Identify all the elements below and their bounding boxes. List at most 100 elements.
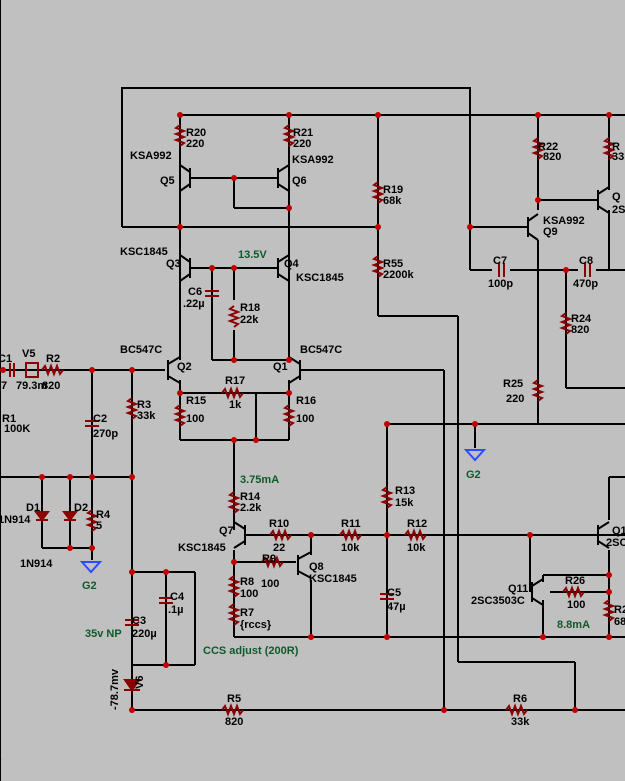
capacitor-c3 [125, 619, 139, 626]
diode-d1 [34, 511, 50, 522]
value-r4: 5 [96, 520, 102, 532]
label-r55: R55 [383, 258, 403, 270]
resistor-r25 [531, 379, 545, 402]
label-r17: R17 [225, 375, 245, 387]
label-q12: Q12 [612, 525, 625, 537]
value-r18: 22k [240, 314, 259, 326]
label-c4: C4 [170, 591, 185, 603]
value-r1: 100K [4, 423, 30, 435]
transistor-q9 [527, 213, 539, 241]
diode-d2 [62, 511, 78, 522]
label-r26: R26 [565, 575, 585, 587]
label-r16: R16 [296, 395, 316, 407]
resistor-r18 [227, 305, 241, 328]
capacitor-c8 [584, 263, 591, 277]
resistor-r55 [371, 255, 385, 278]
value-r5: 820 [225, 716, 243, 728]
resistor-r6 [505, 703, 528, 717]
value-c4: .1µ [168, 604, 184, 616]
ground-symbol [463, 449, 487, 462]
value-r16: 100 [296, 413, 314, 425]
value-c7: 100p [488, 278, 513, 290]
label-r27: R2 [614, 604, 625, 616]
label-q4: Q4 [284, 258, 300, 270]
capacitor-c5 [380, 593, 394, 600]
ground-symbol [79, 561, 103, 574]
transistor-q7 [233, 521, 246, 549]
label-r18: R18 [240, 302, 260, 314]
transistor-q6 [277, 164, 290, 192]
label-c2: C2 [93, 413, 107, 425]
label-q8: Q8 [309, 561, 324, 573]
transistor-q12 [597, 521, 610, 549]
source-v5 [25, 362, 39, 378]
value-r9: 100 [261, 578, 279, 590]
capacitor-c6 [205, 290, 219, 297]
label-q7-part: KSC1845 [178, 542, 226, 554]
label-q5: Q5 [160, 175, 175, 187]
value-r13: 15k [395, 497, 414, 509]
value-r15: 100 [186, 413, 204, 425]
label-q7: Q7 [219, 525, 234, 537]
value-r7: {rccs} [240, 619, 272, 631]
value-d1: 1N914 [0, 514, 31, 526]
label-q3-part: KSC1845 [120, 246, 168, 258]
capacitor-c1 [9, 363, 15, 377]
value-r23: 33 [612, 151, 624, 163]
capacitor-c4 [159, 597, 173, 604]
value-c5: 47µ [387, 601, 406, 613]
label-q8-part: KSC1845 [309, 573, 357, 585]
label-r22: R22 [538, 141, 558, 153]
value-r17: 1k [229, 399, 242, 411]
resistor-r20 [173, 124, 187, 147]
label-q6-part: KSA992 [292, 154, 334, 166]
resistor-r5 [221, 703, 244, 717]
value-r6: 33k [511, 716, 530, 728]
label-r15: R15 [186, 395, 206, 407]
label-r14: R14 [240, 491, 261, 503]
resistor-r10 [269, 528, 292, 542]
resistor-r26 [562, 585, 585, 599]
label-r11: R11 [341, 518, 361, 530]
value-r22: 820 [543, 151, 561, 163]
resistor-r4 [85, 509, 99, 532]
zener-v6 [123, 679, 141, 692]
annotation-current: 8.8mA [557, 619, 590, 631]
transistor-q10 [597, 186, 610, 214]
transistor-q8 [297, 551, 312, 579]
resistor-r22 [531, 137, 545, 160]
label-r13: R13 [395, 485, 415, 497]
value-r55: 2200k [383, 269, 414, 281]
annotation-ccs-adjust: CCS adjust (200R) [203, 645, 299, 657]
resistor-r11 [339, 528, 362, 542]
resistor-r21 [282, 124, 296, 147]
value-v6: -78.7mv [109, 668, 121, 710]
resistor-r24 [559, 312, 573, 335]
value-c8: 470p [573, 278, 598, 290]
resistor-r27 [602, 599, 616, 622]
value-r26: 100 [567, 599, 585, 611]
value-r12: 10k [407, 542, 426, 554]
value-q10: 2S [612, 204, 625, 216]
label-r5: R5 [227, 693, 241, 705]
label-r19: R19 [383, 184, 403, 196]
value-r8: 100 [240, 588, 258, 600]
label-r2: R2 [46, 353, 60, 365]
value-r10: 22 [273, 542, 285, 554]
wires [0, 87, 625, 711]
value-c6: .22µ [183, 298, 205, 310]
label-ground: G2 [82, 580, 97, 592]
resistor-r8 [227, 575, 241, 598]
label-r4: R4 [96, 509, 111, 521]
transistor-q4 [277, 254, 290, 282]
transistor-q3 [179, 254, 191, 282]
label-q3: Q3 [166, 258, 181, 270]
label-v6: V6 [134, 676, 146, 689]
value-r3: 33k [137, 410, 156, 422]
label-q6: Q6 [292, 175, 307, 187]
label-q4-part: KSC1845 [296, 272, 344, 284]
resistor-r13 [380, 486, 394, 509]
resistor-r9 [261, 555, 284, 569]
value-c3: 220µ [132, 628, 157, 640]
